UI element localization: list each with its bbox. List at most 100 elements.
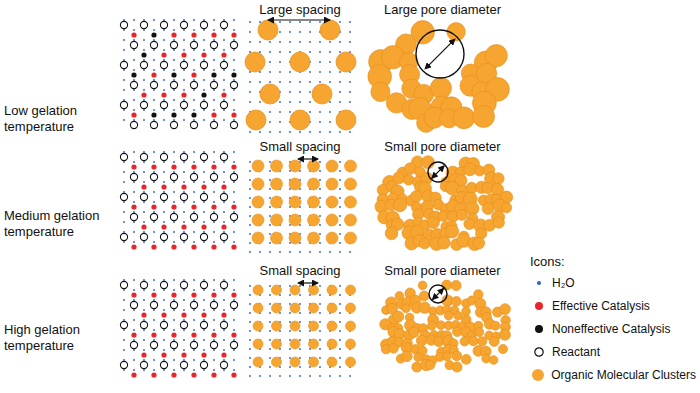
water-dot	[223, 241, 225, 243]
water-dot	[173, 39, 175, 41]
water-dot	[233, 119, 235, 121]
water-dot	[299, 31, 301, 33]
water-dot	[213, 99, 215, 101]
water-dot	[193, 79, 195, 81]
row-label: Low gelation temperature	[4, 103, 116, 136]
reactant-circle	[130, 41, 137, 48]
water-dot	[143, 79, 145, 81]
cluster	[451, 280, 461, 290]
water-dot	[269, 41, 271, 43]
water-dot	[123, 221, 125, 223]
water-dot	[213, 339, 215, 341]
water-dot	[153, 279, 155, 281]
water-dot	[339, 41, 341, 43]
water-dot	[173, 359, 175, 361]
water-dot	[233, 231, 235, 233]
water-dot	[223, 201, 225, 203]
cluster	[246, 110, 266, 130]
legend-heading: Icons:	[530, 254, 610, 270]
water-dot	[133, 241, 135, 243]
water-dot	[213, 171, 215, 173]
water-dot	[183, 191, 185, 193]
water-dot	[203, 319, 205, 321]
water-dot	[213, 309, 215, 311]
water-dot	[223, 289, 225, 291]
legend-text: H₂O	[552, 276, 575, 290]
reactant-circle	[170, 341, 177, 348]
catalyst-dot	[171, 332, 176, 337]
catalyst-dot	[171, 112, 176, 117]
water-dot	[279, 121, 281, 123]
water-dot	[339, 375, 341, 377]
pore-arrow	[432, 288, 443, 299]
dimension-label: Small pore diameter	[370, 263, 515, 279]
cluster-array	[245, 20, 357, 377]
water-dot	[143, 19, 145, 21]
catalyst-dot	[141, 224, 146, 229]
reactant-circle	[150, 301, 157, 308]
cluster	[271, 178, 283, 190]
water-dot	[173, 29, 175, 31]
reactant-circle	[140, 361, 147, 368]
water-dot	[233, 279, 235, 281]
cluster	[500, 304, 511, 315]
reactant-circle	[220, 281, 227, 288]
water-dot	[249, 91, 251, 93]
water-dot	[233, 79, 235, 81]
water-dot	[339, 51, 341, 53]
water-dot	[349, 91, 351, 93]
water-dot	[163, 29, 165, 31]
water-dot	[223, 89, 225, 91]
water-dot	[123, 211, 125, 213]
water-dot	[269, 121, 271, 123]
cluster	[309, 321, 319, 331]
water-dot	[309, 101, 311, 103]
water-dot	[233, 181, 235, 183]
water-dot	[249, 81, 251, 83]
water-dot	[133, 109, 135, 111]
legend-item: Reactant	[532, 345, 600, 359]
water-dot	[173, 79, 175, 81]
reactant-circle	[220, 61, 227, 68]
cluster	[430, 78, 451, 99]
reactant-circle	[210, 41, 217, 48]
cluster	[327, 339, 337, 349]
water-dot	[133, 49, 135, 51]
cluster	[452, 362, 462, 372]
water-dot	[173, 161, 175, 163]
water-dot	[163, 181, 165, 183]
cluster	[308, 232, 320, 244]
cluster	[245, 52, 265, 72]
water-dot	[269, 131, 271, 133]
cluster	[346, 321, 356, 331]
cluster	[393, 198, 406, 211]
water-dot	[289, 330, 291, 332]
reactant-circle	[190, 173, 197, 180]
water-dot	[329, 51, 331, 53]
legend-swatch	[532, 369, 544, 381]
water-dot	[153, 221, 155, 223]
water-dot	[309, 71, 311, 73]
water-dot	[223, 231, 225, 233]
cluster	[308, 196, 320, 208]
water-dot	[213, 289, 215, 291]
water-dot	[163, 171, 165, 173]
cluster	[252, 232, 264, 244]
legend-sample	[535, 348, 543, 356]
water-dot	[123, 29, 125, 31]
water-dot	[183, 161, 185, 163]
water-dot	[319, 251, 321, 253]
water-dot	[143, 241, 145, 243]
water-dot	[223, 119, 225, 121]
water-dot	[213, 241, 215, 243]
water-dot	[309, 131, 311, 133]
reactant-circle	[130, 173, 137, 180]
water-dot	[143, 109, 145, 111]
water-dot	[289, 81, 291, 83]
water-dot	[173, 119, 175, 121]
water-dot	[133, 151, 135, 153]
water-dot	[289, 101, 291, 103]
catalyst-dot	[161, 352, 166, 357]
water-dot	[299, 131, 301, 133]
water-dot	[299, 375, 301, 377]
